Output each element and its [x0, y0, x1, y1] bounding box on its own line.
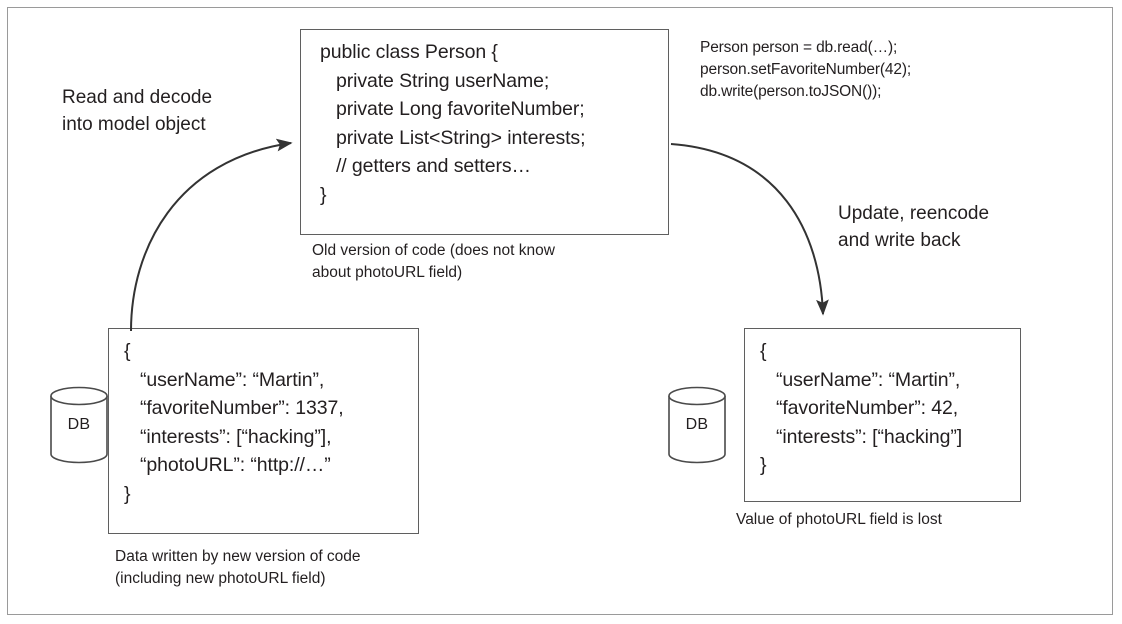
json-record-left-box	[108, 328, 419, 534]
person-class-code: public class Person { private String use…	[320, 41, 586, 206]
caption-data-written-by-new-code: Data written by new version of code (inc…	[115, 548, 361, 587]
json-record-right-text: { “userName”: “Martin”, “favoriteNumber”…	[760, 340, 963, 476]
database-cylinder-icon	[668, 386, 726, 464]
caption-photourl-value-lost: Value of photoURL field is lost	[736, 511, 942, 528]
person-class-box	[300, 29, 669, 235]
annotation-update-and-write-back: Update, reencode and write back	[838, 203, 990, 251]
read-update-write-snippet: Person person = db.read(…); person.setFa…	[700, 39, 912, 100]
caption-old-version-of-code: Old version of code (does not know about…	[312, 242, 555, 281]
database-left: DB	[48, 383, 110, 472]
json-record-left-text: { “userName”: “Martin”, “favoriteNumber”…	[124, 340, 344, 505]
annotation-read-and-decode: Read and decode into model object	[62, 87, 213, 135]
json-record-right-box	[744, 328, 1021, 502]
database-left-label: DB	[67, 416, 91, 433]
database-right: DB	[666, 383, 728, 472]
database-cylinder-icon	[50, 386, 108, 464]
database-right-label: DB	[685, 416, 709, 433]
